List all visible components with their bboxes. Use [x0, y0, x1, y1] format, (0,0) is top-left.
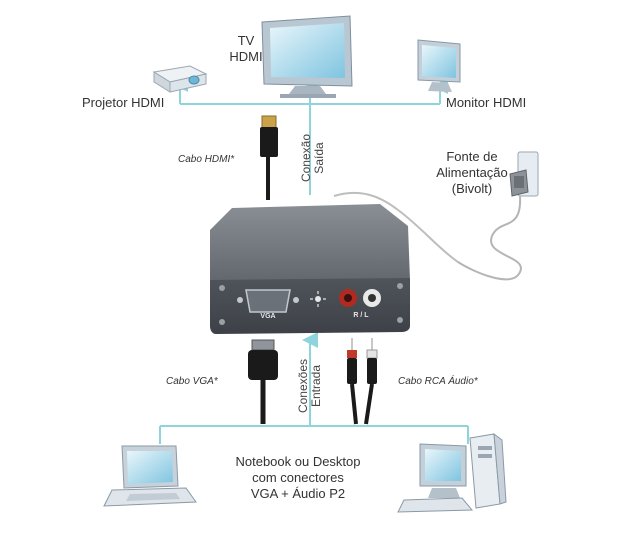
rca-cable-label: Cabo RCA Áudio*	[398, 376, 478, 387]
input-label-line2: Entrada	[309, 364, 323, 408]
projector-label: Projetor HDMI	[82, 95, 165, 110]
output-label-line2: Saída	[312, 142, 326, 174]
device-label-line2: com conectores	[252, 470, 344, 485]
rca-cable	[347, 338, 378, 425]
input-links	[159, 332, 469, 444]
power-adapter-icon	[333, 151, 539, 281]
output-connection-label: Conexão Saída	[299, 128, 328, 188]
device-label-line3: VGA + Áudio P2	[250, 486, 346, 501]
hdmi-cable-label: Cabo HDMI*	[178, 154, 235, 165]
tv-label: TV HDMI	[226, 33, 266, 65]
monitor-label: Monitor HDMI	[446, 95, 527, 110]
vga-cable	[248, 339, 278, 424]
power-label-line1: Fonte de	[446, 149, 498, 164]
input-connection-label: Conexões Entrada	[296, 351, 325, 421]
device-label: Notebook ou Desktop com conectores VGA +…	[218, 454, 378, 502]
power-label-line3: (Bivolt)	[451, 181, 493, 196]
monitor-icon	[417, 39, 461, 92]
vga-cable-label: Cabo VGA*	[166, 376, 218, 387]
port-rl-label: R / L	[353, 312, 369, 319]
projector-icon	[152, 65, 208, 93]
power-label-line2: Alimentação	[436, 165, 508, 180]
converter-box	[210, 204, 410, 334]
tv-label-line2: HDMI	[229, 49, 263, 64]
power-label: Fonte de Alimentação (Bivolt)	[432, 149, 512, 197]
hdmi-cable	[260, 115, 278, 200]
laptop-icon	[103, 445, 197, 507]
tv-label-line1: TV	[237, 33, 255, 48]
tv-icon	[261, 15, 353, 98]
device-label-line1: Notebook ou Desktop	[235, 454, 361, 469]
port-vga-label: VGA	[260, 313, 276, 320]
desktop-pc-icon	[397, 432, 507, 513]
